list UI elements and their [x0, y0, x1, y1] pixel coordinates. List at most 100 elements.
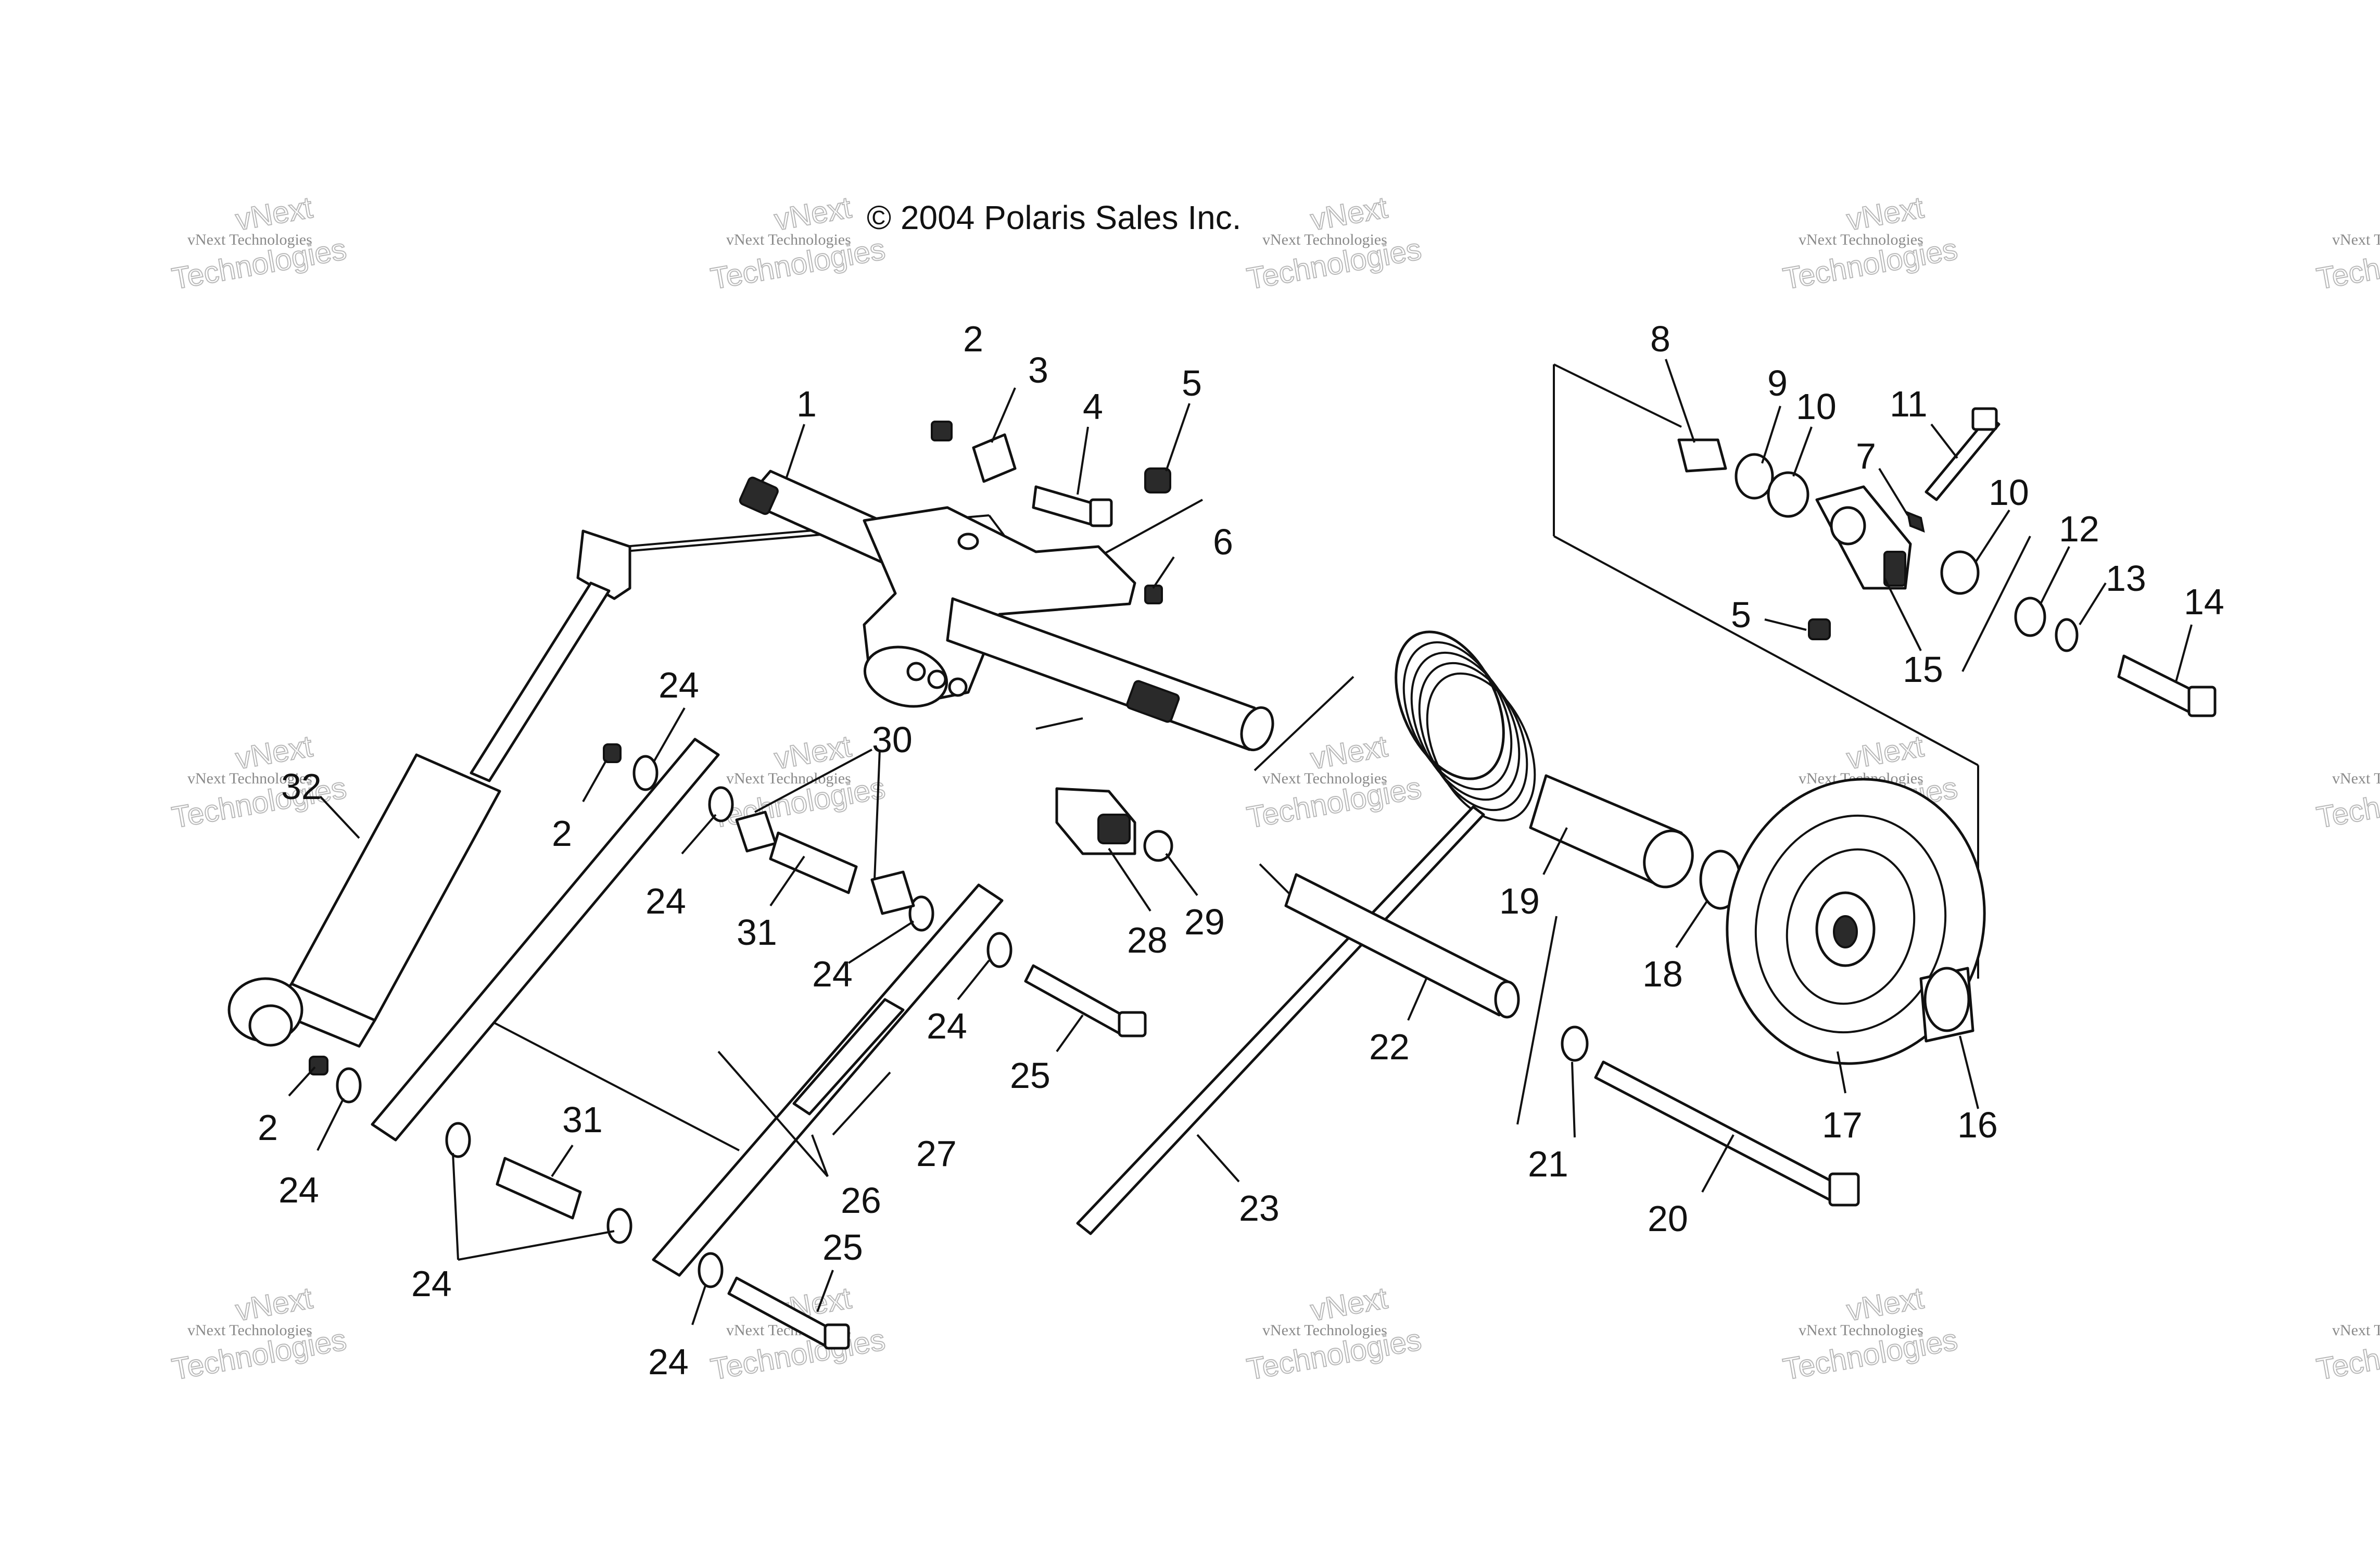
group-line	[1553, 363, 1682, 428]
upper-right-hardware	[1677, 407, 2217, 717]
watermark-large: vNext	[233, 1281, 315, 1328]
washer-29	[1143, 830, 1173, 862]
callout-32: 32	[281, 766, 322, 807]
callout-25: 25	[1010, 1055, 1050, 1096]
callout-18: 18	[1642, 954, 1683, 994]
watermark-small: vNext Technologies	[187, 770, 312, 787]
bolt-25-head	[824, 1323, 850, 1350]
callout-24e: 24	[278, 1170, 319, 1210]
watermark: vNext Technologies Technologies vNext	[1244, 190, 1424, 297]
watermark: vNext Technologies Technologies	[2313, 1322, 2380, 1387]
spacers	[496, 810, 915, 1220]
washer-12	[2014, 597, 2046, 637]
callout-11: 11	[1890, 384, 1928, 424]
pivot-shaft-22-end	[1494, 980, 1520, 1019]
watermark-large: vNext	[1308, 729, 1390, 776]
pin-7	[1906, 511, 1925, 533]
washer-24	[445, 1122, 471, 1158]
watermark-small: vNext Technologies	[187, 1322, 312, 1339]
callout-7: 7	[1856, 436, 1876, 476]
callout-8: 8	[1650, 319, 1670, 359]
bumper-28	[1055, 787, 1136, 855]
callout-19: 19	[1499, 881, 1540, 921]
copyright-notice: © 2004 Polaris Sales Inc.	[867, 199, 1242, 236]
nut-5	[1144, 467, 1171, 493]
watermark-small: vNext Technologies	[1262, 1322, 1387, 1339]
watermark: vNext Technologies Technologies vNext	[707, 190, 888, 297]
link-26-upper	[371, 738, 720, 1142]
washer-21	[1561, 1025, 1589, 1062]
bushing-10	[1940, 550, 1980, 595]
callout-31b: 31	[562, 1099, 603, 1140]
bushing-3	[972, 433, 1017, 483]
watermark-large: vNext	[1844, 1281, 1926, 1328]
nut-2	[309, 1056, 328, 1075]
callout-24f: 24	[411, 1263, 452, 1304]
watermark-small: vNext Technologies	[1799, 1322, 1923, 1339]
bolt-14-head	[2187, 686, 2217, 717]
bolts-25	[727, 964, 1147, 1350]
group-line	[489, 1019, 740, 1151]
watermark-large: vNext	[1844, 191, 1926, 237]
watermark-large: vNext	[1844, 729, 1926, 776]
callout-3: 3	[1028, 350, 1048, 390]
callout-24g: 24	[648, 1341, 689, 1382]
spacer-19-end	[1643, 829, 1694, 889]
washer-24	[632, 755, 659, 791]
watermark: vNext Technologies Technologies	[2313, 231, 2380, 297]
watermark: vNext Technologies Technologies vNext	[169, 190, 349, 297]
bolt-8	[1677, 438, 1727, 473]
watermark: vNext Technologies Technologies	[2313, 770, 2380, 835]
callout-14: 14	[2184, 581, 2224, 622]
watermark-small: vNext Technologies	[2332, 770, 2380, 787]
callout-12: 12	[2059, 509, 2099, 549]
bolt-25-head	[1118, 1011, 1147, 1037]
watermark-small: vNext Technologies	[1799, 231, 1923, 248]
bolt-11-head	[1971, 407, 1998, 431]
callout-20: 20	[1648, 1198, 1688, 1239]
group-line	[1516, 916, 1558, 1125]
bolt-4	[1032, 485, 1100, 527]
group-line	[1553, 535, 1979, 766]
watermark: vNext Technologies Technologies vNext	[707, 729, 888, 835]
link-arms	[309, 738, 1004, 1277]
watermark-small: vNext Technologies	[1262, 770, 1387, 787]
callout-5: 5	[1182, 363, 1202, 403]
washers	[336, 755, 1012, 1288]
callout-24: 24	[659, 665, 699, 705]
washer-24	[698, 1252, 724, 1288]
torsion-spring	[1076, 630, 1536, 1235]
washer-9	[1735, 453, 1774, 500]
watermark: vNext Technologies Technologies vNext	[169, 729, 349, 835]
bolt-20-head	[1828, 1172, 1860, 1207]
callout-16: 16	[1957, 1105, 1998, 1145]
shaft-31	[496, 1157, 582, 1220]
callout-31: 31	[737, 912, 777, 953]
watermark-small: vNext Technologies	[2332, 231, 2380, 248]
callout-9: 9	[1767, 363, 1788, 403]
washer-24	[708, 786, 734, 822]
watermark-small: vNext Technologies	[1262, 231, 1387, 248]
callout-1: 1	[796, 384, 817, 424]
watermark-small: vNext Technologies	[726, 231, 851, 248]
watermark: vNext Technologies Technologies vNext	[1244, 1281, 1424, 1387]
callout-2: 2	[963, 319, 983, 359]
callout-17: 17	[1822, 1105, 1863, 1145]
watermark-small: vNext Technologies	[187, 231, 312, 248]
watermark-large: vNext	[772, 729, 854, 776]
callout-2b: 2	[552, 813, 572, 854]
callout-28: 28	[1127, 920, 1168, 960]
group-line	[1035, 717, 1083, 730]
bushing-10	[1767, 471, 1809, 518]
callout-labels: 1 2 3 4 5 6 8 9 10 11 7 10 12 13 14 5 15…	[258, 319, 2224, 1382]
callout-24c: 24	[812, 954, 853, 994]
pivot-shaft-22	[1284, 873, 1514, 1017]
bushing-30	[870, 870, 915, 915]
callout-24d: 24	[927, 1006, 967, 1046]
watermark-large: vNext	[233, 191, 315, 237]
shock-absorber	[227, 529, 631, 1048]
link-27-slot	[792, 998, 905, 1116]
callout-30: 30	[872, 719, 913, 760]
callout-27: 27	[916, 1133, 957, 1174]
